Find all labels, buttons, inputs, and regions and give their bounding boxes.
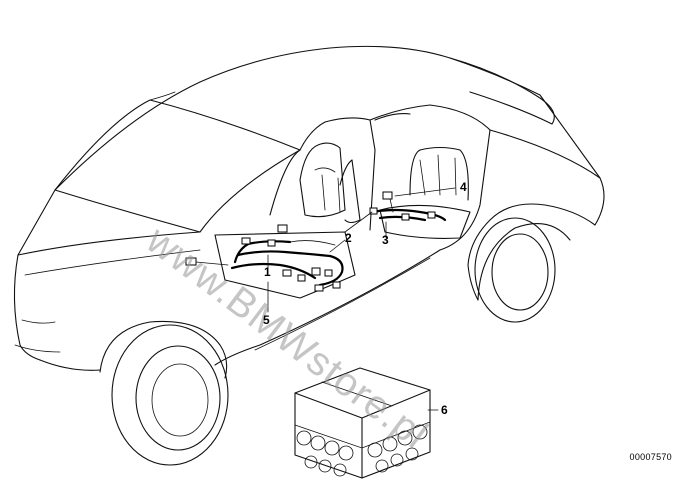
leader-lines — [267, 187, 456, 411]
front-seats — [299, 142, 361, 224]
callout-5: 5 — [263, 313, 270, 327]
front-wiring-harness — [185, 224, 356, 299]
car-body — [13, 45, 605, 379]
rear-wheel — [474, 217, 556, 323]
rear-seats — [379, 146, 471, 239]
callout-6: 6 — [441, 403, 448, 417]
parts-box — [294, 367, 431, 479]
rear-wiring-harness — [344, 191, 447, 233]
callout-3: 3 — [382, 233, 389, 247]
callout-1: 1 — [264, 265, 271, 279]
reference-code: 00007570 — [629, 452, 672, 462]
callout-2: 2 — [345, 231, 352, 245]
callout-4: 4 — [460, 180, 467, 194]
front-wheel — [111, 324, 229, 466]
